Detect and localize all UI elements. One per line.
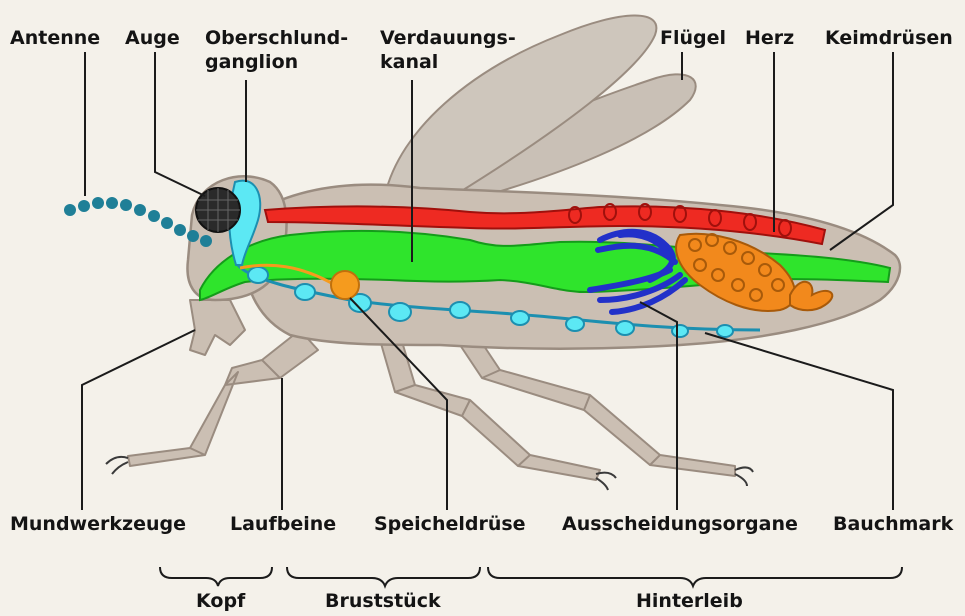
region-bruststueck: Bruststück <box>325 590 441 612</box>
brace-bruststueck <box>287 567 480 586</box>
region-braces <box>160 567 902 586</box>
front-leg <box>128 330 318 466</box>
label-laufbeine: Laufbeine <box>230 512 336 536</box>
label-oberschlundganglion: Oberschlund- ganglion <box>205 26 348 74</box>
brace-hinterleib <box>488 567 902 586</box>
brace-kopf <box>160 567 272 586</box>
leader-auge <box>155 52 205 196</box>
region-hinterleib: Hinterleib <box>636 590 743 612</box>
leader-mundwerkzeuge <box>82 330 195 510</box>
label-keimdruesen: Keimdrüsen <box>825 26 953 50</box>
label-mundwerkzeuge: Mundwerkzeuge <box>10 512 186 536</box>
antenna <box>64 197 212 247</box>
label-fluegel: Flügel <box>660 26 726 50</box>
label-bauchmark: Bauchmark <box>833 512 953 536</box>
region-kopf: Kopf <box>196 590 245 612</box>
leader-bauchmark <box>705 333 893 510</box>
label-herz: Herz <box>745 26 794 50</box>
label-verdauungskanal: Verdauungs- kanal <box>380 26 516 74</box>
mouthparts <box>190 300 245 355</box>
leader-keimdruesen <box>830 52 893 250</box>
label-ausscheidungsorgane: Ausscheidungsorgane <box>562 512 798 536</box>
label-antenne: Antenne <box>10 26 100 50</box>
label-auge: Auge <box>125 26 180 50</box>
hind-leg <box>460 340 735 476</box>
label-speicheldruese: Speicheldrüse <box>374 512 526 536</box>
